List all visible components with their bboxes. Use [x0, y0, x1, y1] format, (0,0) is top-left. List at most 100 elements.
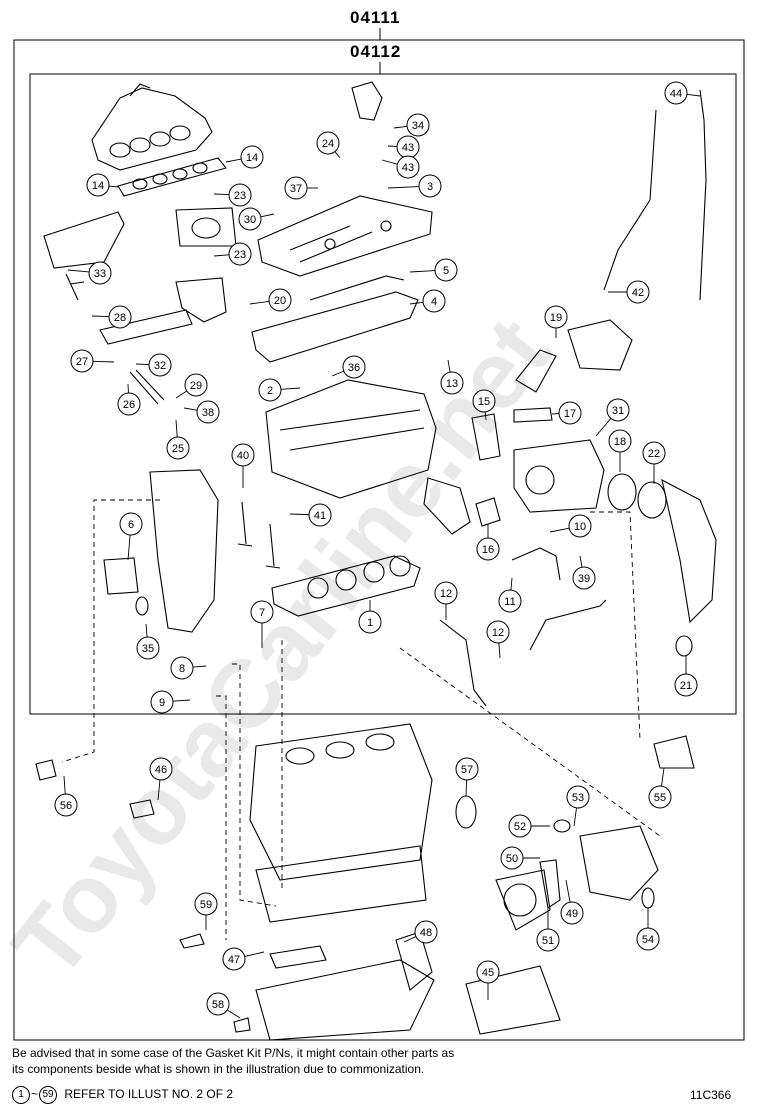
callout-14: 14 [87, 174, 109, 196]
callout-11: 11 [499, 590, 521, 612]
callout-8: 8 [171, 657, 193, 679]
callout-46: 46 [150, 758, 172, 780]
callout-number: 27 [76, 356, 88, 368]
callout-leader-53 [574, 808, 576, 826]
callout-number: 43 [402, 142, 414, 154]
callout-27: 27 [71, 350, 93, 372]
callout-28: 28 [109, 306, 131, 328]
callout-20: 20 [269, 289, 291, 311]
callout-16: 16 [477, 538, 499, 560]
callout-leader-36 [332, 371, 344, 376]
callout-number: 9 [159, 697, 165, 709]
lower-block-drawing [256, 846, 426, 922]
callout-36: 36 [343, 356, 365, 378]
callout-number: 1 [367, 617, 373, 629]
callout-number: 25 [172, 443, 184, 455]
callout-37: 37 [285, 177, 307, 199]
ring-22-drawing [638, 482, 666, 518]
callout-number: 50 [506, 853, 518, 865]
callout-leader-10 [550, 528, 569, 532]
throttle-body-drawing [176, 208, 236, 246]
callout-leader-14 [109, 186, 118, 187]
callout-24: 24 [317, 132, 339, 154]
callout-number: 23 [234, 190, 246, 202]
callout-number: 33 [94, 268, 106, 280]
callout-number: 18 [614, 436, 626, 448]
gasket-14-upper [118, 158, 226, 196]
callout-number: 46 [155, 764, 167, 776]
callout-leader-48 [404, 937, 416, 942]
callout-34: 34 [407, 114, 429, 136]
callout-18: 18 [609, 430, 631, 452]
callout-leader-20 [250, 301, 269, 304]
callout-number: 26 [123, 399, 135, 411]
callout-leader-3 [388, 187, 419, 188]
callout-leader-33 [68, 270, 89, 272]
callout-2: 2 [259, 379, 281, 401]
callout-22: 22 [643, 442, 665, 464]
callout-43: 43 [397, 136, 419, 158]
callout-leader-31 [596, 418, 611, 436]
callout-leader-28 [92, 316, 109, 317]
callout-leader-55 [662, 768, 664, 786]
callout-40: 40 [232, 444, 254, 466]
callout-number: 58 [212, 999, 224, 1011]
callout-number: 32 [154, 360, 166, 372]
callout-number: 5 [443, 265, 449, 277]
callout-number: 14 [92, 180, 104, 192]
callout-56: 56 [55, 794, 77, 816]
callout-number: 34 [412, 120, 424, 132]
callout-number: 35 [142, 643, 154, 655]
callout-number: 7 [259, 607, 265, 619]
callout-number: 8 [179, 663, 185, 675]
callout-23: 23 [229, 184, 251, 206]
callout-leader-49 [566, 880, 570, 902]
callout-33: 33 [89, 262, 111, 284]
callout-number: 12 [492, 627, 504, 639]
valve-cover-drawing [258, 196, 432, 276]
gasket-16-drawing [476, 498, 500, 526]
callout-number: 55 [654, 792, 666, 804]
callout-leader-56 [64, 776, 65, 794]
callout-number: 52 [514, 821, 526, 833]
ring-18-drawing [608, 474, 636, 510]
range-start-callout: 1 [12, 1086, 30, 1104]
callout-number: 56 [60, 800, 72, 812]
plug-58-drawing [234, 1018, 250, 1032]
callout-26: 26 [118, 393, 140, 415]
water-union-drawing [512, 548, 560, 580]
callout-38: 38 [197, 401, 219, 423]
callout-57: 57 [456, 758, 478, 780]
gasket-21-drawing [676, 636, 692, 656]
callout-number: 3 [427, 181, 433, 193]
refer-footer: 1~59 REFER TO ILLUST NO. 2 OF 2 [12, 1086, 233, 1104]
callout-12: 12 [435, 582, 457, 604]
callout-leader-2 [281, 388, 300, 389]
callout-17: 17 [559, 402, 581, 424]
callout-number: 6 [128, 519, 134, 531]
callout-10: 10 [569, 515, 591, 537]
callout-number: 49 [566, 908, 578, 920]
callout-leader-23 [214, 194, 229, 195]
callout-leader-27 [93, 361, 114, 362]
valve-drawing [238, 502, 252, 546]
callout-3: 3 [419, 175, 441, 197]
callout-32: 32 [149, 354, 171, 376]
oil-pan-drawing [256, 960, 434, 1040]
callout-12: 12 [487, 621, 509, 643]
callout-number: 13 [446, 378, 458, 390]
callout-39: 39 [573, 567, 595, 589]
callout-number: 57 [461, 764, 473, 776]
callout-leader-44 [687, 94, 700, 96]
callout-leader-5 [410, 271, 435, 272]
callout-13: 13 [441, 372, 463, 394]
plug-56-drawing [36, 760, 56, 780]
seal-35-drawing [136, 597, 148, 615]
callout-leader-23 [214, 255, 229, 256]
ring-52-drawing [554, 820, 570, 832]
callout-leader-38 [184, 408, 197, 410]
callout-number: 38 [202, 407, 214, 419]
callout-leader-43 [382, 160, 397, 164]
